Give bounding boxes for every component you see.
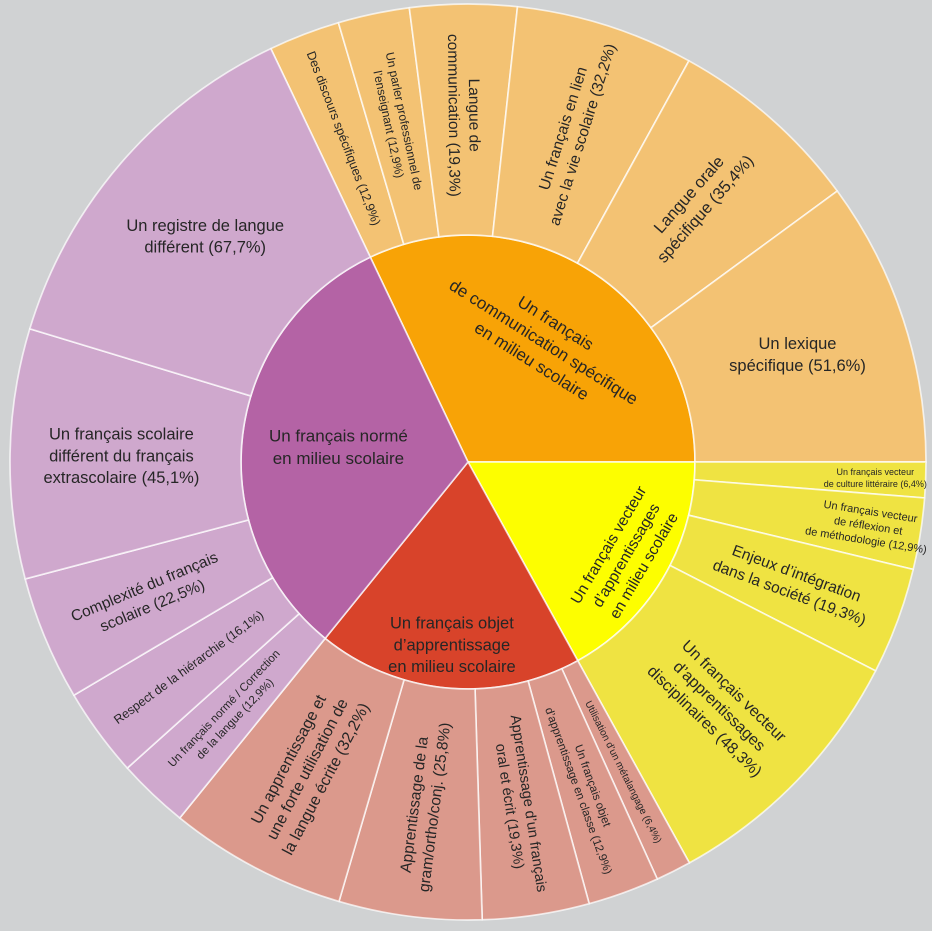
slice-child-2-4[interactable] <box>178 637 405 903</box>
slice-child-label-0-2: Langue decommunication (19,3%) <box>444 34 483 197</box>
slice-child-3-4[interactable] <box>28 47 372 397</box>
slice-child-3-3[interactable] <box>9 327 252 580</box>
slice-child-3-2[interactable] <box>24 519 274 697</box>
slice-child-0-4[interactable] <box>576 59 839 329</box>
slice-child-0-5[interactable] <box>650 190 927 463</box>
slice-child-0-3[interactable] <box>491 5 690 265</box>
slice-child-2-3[interactable] <box>338 678 484 921</box>
slice-child-1-3[interactable] <box>576 564 877 864</box>
